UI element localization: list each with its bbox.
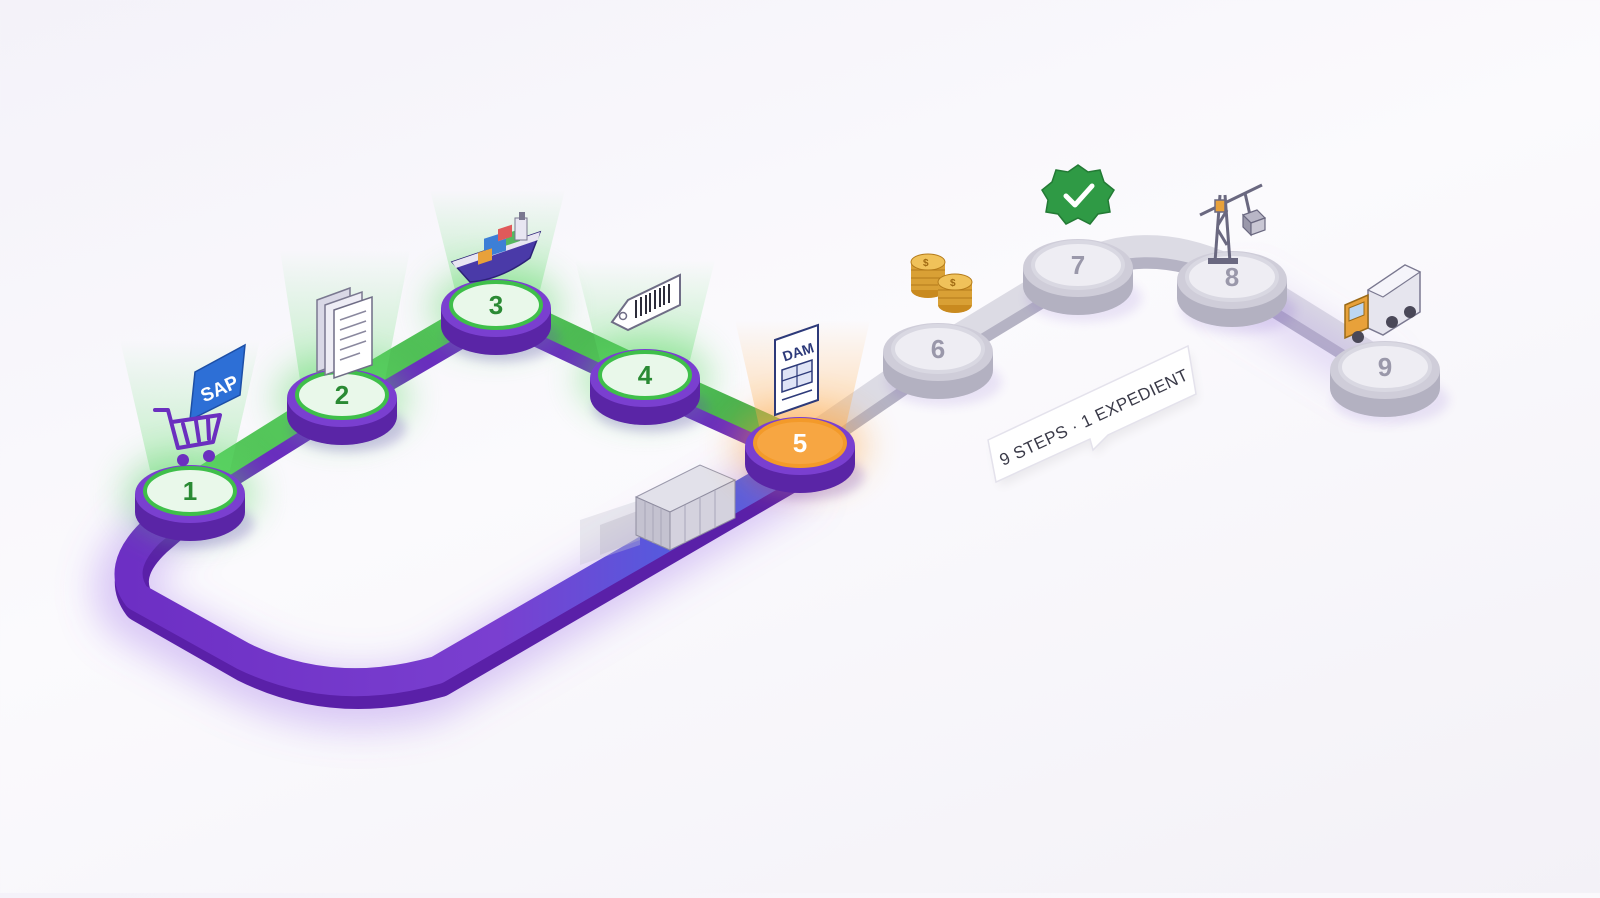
callout-text: 9 STEPS · 1 EXPEDIENT xyxy=(997,365,1192,469)
step-number-1: 1 xyxy=(183,476,197,506)
steps-callout: 9 STEPS · 1 EXPEDIENT xyxy=(987,344,1198,487)
check-badge-icon xyxy=(1041,164,1115,225)
return-loop-track xyxy=(114,446,814,697)
barcode-tag-icon xyxy=(610,273,681,332)
step-node-2: 2 xyxy=(276,358,408,452)
step-number-5: 5 xyxy=(793,428,807,458)
step-number-3: 3 xyxy=(489,290,503,320)
dam-document-icon: DAM xyxy=(774,323,819,417)
step-node-3: 3 xyxy=(430,268,562,362)
document-stack-icon xyxy=(316,286,373,380)
step-number-9: 9 xyxy=(1378,352,1392,382)
shipping-container-icon xyxy=(580,464,737,565)
svg-text:$: $ xyxy=(950,278,956,289)
coin-stack-icon: $ $ xyxy=(910,253,973,313)
step-number-2: 2 xyxy=(335,380,349,410)
step-node-8: 8 xyxy=(1177,251,1296,334)
step-node-6: 6 xyxy=(883,323,1002,406)
crane-icon xyxy=(1199,183,1267,264)
step-node-9: 9 xyxy=(1330,341,1449,424)
cargo-ship-icon xyxy=(450,212,542,283)
step-number-8: 8 xyxy=(1225,262,1239,292)
step-node-1: 1 xyxy=(124,454,256,548)
svg-text:$: $ xyxy=(923,258,929,269)
step-node-5: 5 xyxy=(734,406,866,500)
step-number-6: 6 xyxy=(931,334,945,364)
step-number-7: 7 xyxy=(1071,250,1085,280)
delivery-truck-icon xyxy=(1344,264,1422,343)
step-node-4: 4 xyxy=(579,338,711,432)
step-number-4: 4 xyxy=(638,360,653,390)
step-node-7: 7 xyxy=(1023,239,1142,322)
